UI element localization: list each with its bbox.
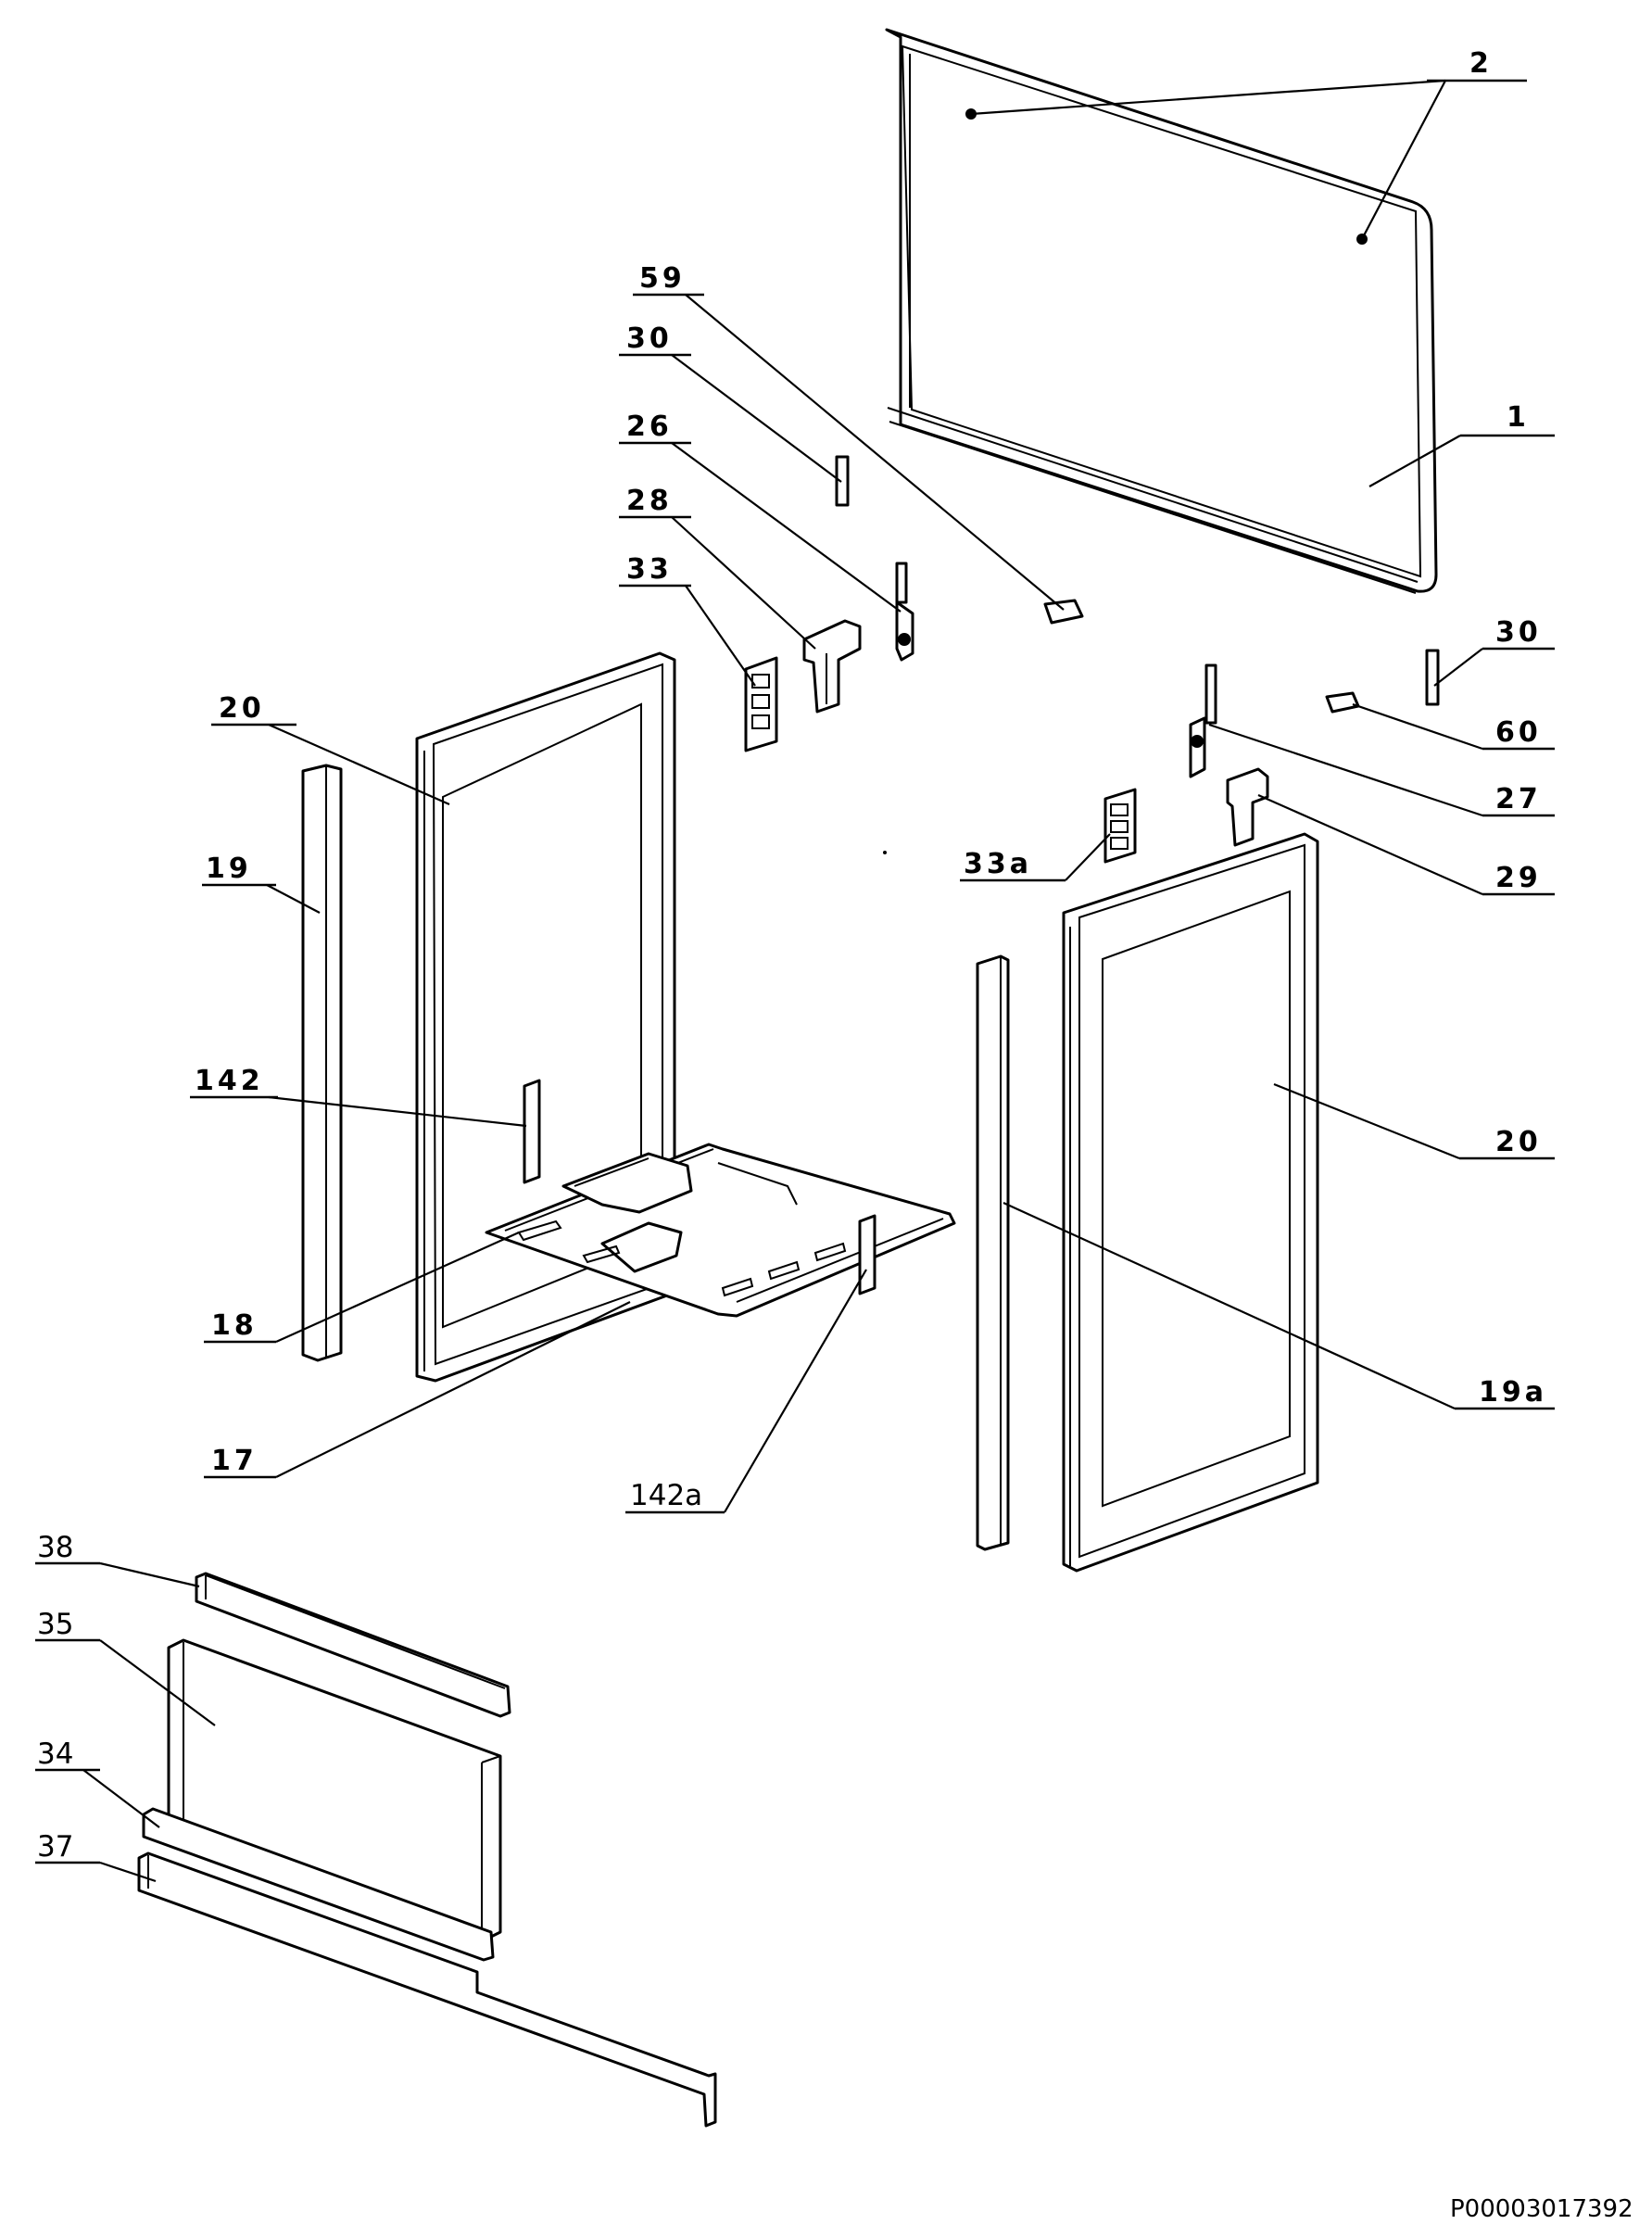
part-142-clip [523,1079,541,1184]
part-28-bracket [802,619,862,714]
part-37-kick-plate [137,1851,717,2128]
label-1: 1 [1507,401,1530,434]
part-1-back-panel [885,28,1438,594]
part-33-latch [744,656,778,752]
label-28: 28 [626,485,673,517]
part-34-rail [142,1807,495,1962]
part-20-right-side-frame [1062,832,1319,1573]
part-19-left-strip [301,764,343,1362]
label-20-left: 20 [219,692,265,725]
label-35: 35 [37,1608,73,1641]
part-labels: 2 59 30 1 26 28 33 30 60 27 29 33a 20 19… [37,47,1547,1864]
label-142: 142 [195,1065,264,1097]
leader-lines [35,79,1555,1883]
label-17: 17 [211,1445,258,1477]
label-27: 27 [1495,783,1542,815]
part-142a-clip [858,1214,876,1295]
part-18-tray-cover [517,1152,847,1297]
label-33a: 33a [964,848,1032,880]
label-19a: 19a [1479,1376,1547,1409]
part-60-catch [1325,691,1360,714]
part-30-clip-right [1425,649,1440,706]
label-2: 2 [1469,47,1493,80]
document-id: P00003017392 [1450,2195,1633,2223]
label-26: 26 [626,411,673,443]
label-30-right: 30 [1495,616,1542,649]
label-142a: 142a [630,1479,702,1512]
label-59: 59 [639,262,686,295]
label-30-left: 30 [626,322,673,355]
label-60: 60 [1495,716,1542,749]
part-26-hinge [895,562,914,662]
part-29-bracket [1226,767,1269,847]
label-38: 38 [37,1531,73,1564]
part-33a-latch [1103,788,1137,864]
part-38-rail [195,1572,511,1718]
stray-dot [883,851,887,854]
part-19a-right-strip [976,954,1010,1551]
label-29: 29 [1495,862,1542,894]
label-33: 33 [626,553,673,586]
part-27-hinge [1189,663,1217,778]
label-34: 34 [37,1738,73,1771]
label-18: 18 [211,1309,258,1342]
part-59-catch [1043,599,1084,625]
label-19: 19 [206,853,252,885]
part-30-clip-left [835,455,850,507]
label-37: 37 [37,1830,73,1864]
part-17-base-plate [485,1143,956,1318]
label-20-right: 20 [1495,1126,1542,1158]
